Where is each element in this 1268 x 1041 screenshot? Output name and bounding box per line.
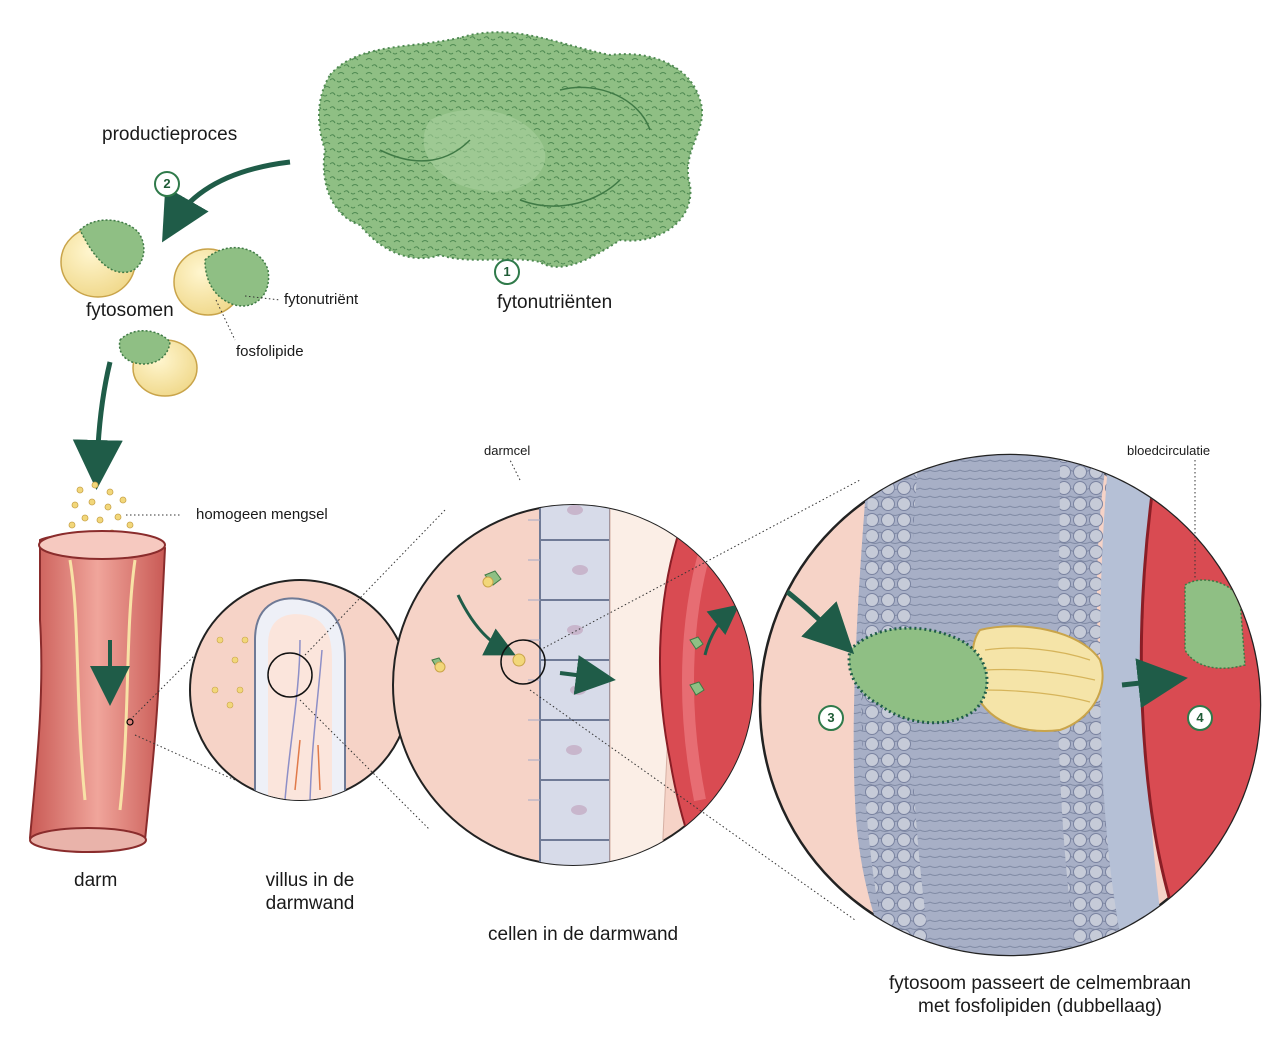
to-intestine-arrow: [72, 361, 123, 490]
fosfolipide-label: fosfolipide: [236, 343, 304, 360]
passeert-label: fytosoom passeert de celmembraan met fos…: [870, 973, 1210, 1019]
phytosome-icon: [60, 219, 270, 397]
productieproces-label: productieproces: [102, 124, 238, 145]
fytonutrienten-label: fytonutriënten: [497, 292, 613, 313]
intestine-icon: [28, 530, 167, 853]
villus-label: villus in de darmwand: [255, 870, 365, 916]
step-3-badge: 3: [818, 705, 844, 731]
homogeen-mengsel-label: homogeen mengsel: [196, 506, 328, 523]
step-1-badge: 1: [494, 259, 520, 285]
fytonutrient-label: fytonutriënt: [284, 291, 359, 308]
passeert-label-line1: fytosoom passeert de celmembraan: [888, 973, 1192, 994]
bloedcirculatie-label: bloedcirculatie: [1127, 443, 1211, 458]
darmcel-label: darmcel: [484, 443, 531, 458]
villus-label-line2: darmwand: [265, 892, 355, 914]
cell-wall-icon: [392, 504, 754, 866]
passeert-label-line2: met fosfolipiden (dubbellaag): [918, 995, 1162, 1017]
villus-icon: [189, 579, 411, 801]
fytosomen-label: fytosomen: [86, 300, 174, 321]
process-arrow: [162, 159, 291, 243]
darm-label: darm: [74, 870, 118, 891]
step-2-badge: 2: [154, 171, 180, 197]
cellen-label: cellen in de darmwand: [488, 924, 679, 945]
mixture-dots: [68, 481, 134, 544]
membrane-bilayer-icon: [758, 453, 1262, 957]
plant-extract-icon: [318, 31, 703, 268]
step-4-badge: 4: [1187, 705, 1213, 731]
villus-label-line1: villus in de: [265, 870, 355, 891]
